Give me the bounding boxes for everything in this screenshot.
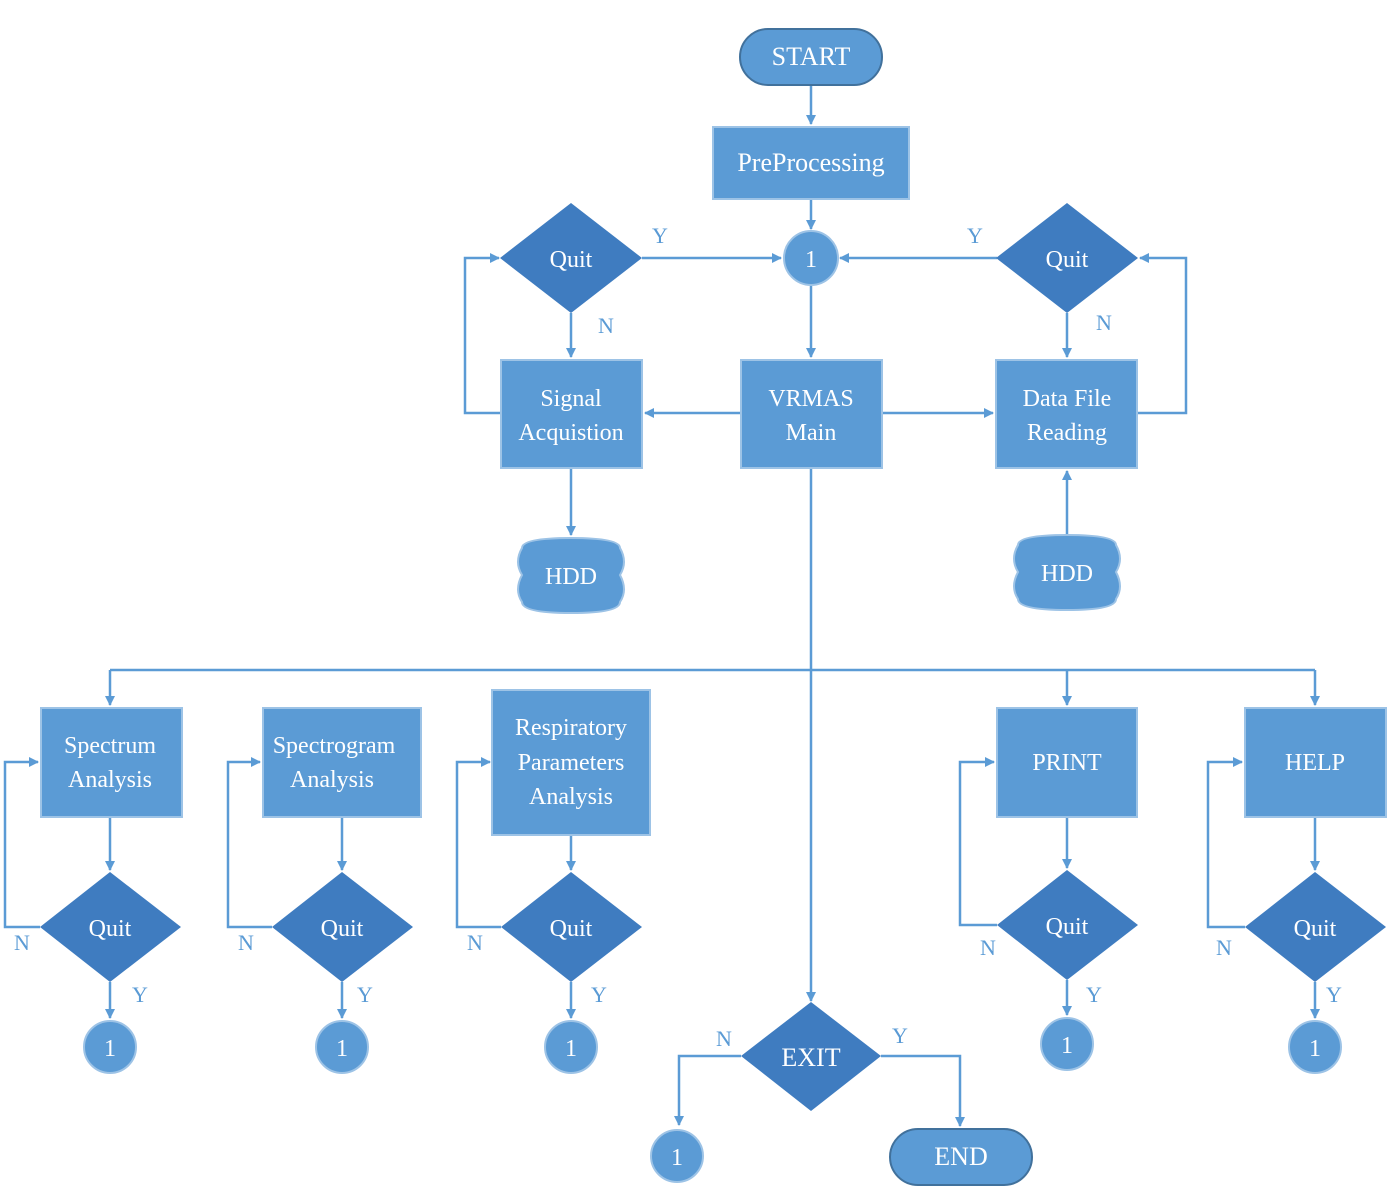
connector-lines	[3, 85, 1320, 1127]
label-y-quit-right: Y	[967, 223, 983, 248]
conn-help-text: 1	[1309, 1036, 1321, 1062]
datafile-text-line1: Data File	[1023, 386, 1112, 412]
conn-spectrum-text: 1	[104, 1036, 116, 1062]
quit-print-text: Quit	[1046, 914, 1089, 940]
quit-spectrogram-decision: Quit	[272, 872, 413, 982]
label-n-print: N	[980, 935, 996, 960]
print-text: PRINT	[1032, 750, 1102, 776]
main-text-line2: Main	[786, 420, 837, 446]
label-y-resp: Y	[591, 982, 607, 1007]
label-n-spectrogram: N	[238, 930, 254, 955]
resp-text-line1: Respiratory	[515, 715, 627, 741]
exit-text: EXIT	[781, 1043, 840, 1072]
connector-exit: 1	[650, 1129, 704, 1183]
spectrogram-text-line1: Spectrogram	[273, 733, 396, 759]
conn-exit-text: 1	[671, 1145, 683, 1171]
spectrum-text-line2: Analysis	[68, 767, 152, 793]
help-box: HELP	[1244, 707, 1387, 818]
quit-spectrogram-text: Quit	[321, 916, 364, 942]
quit-left-decision: Quit	[500, 203, 642, 313]
hdd-right-text: HDD	[1041, 561, 1093, 587]
quit-left-text: Quit	[550, 247, 593, 273]
spectrum-text-line1: Spectrum	[64, 733, 156, 759]
conn-resp-text: 1	[565, 1036, 577, 1062]
quit-spectrum-decision: Quit	[40, 872, 181, 982]
quit-right-decision: Quit	[996, 203, 1138, 313]
label-y-quit-left: Y	[652, 223, 668, 248]
main-text-line1: VRMAS	[768, 386, 853, 412]
end-terminal: END	[889, 1128, 1033, 1186]
resp-text-line2: Parameters	[518, 750, 625, 776]
hdd-left-text: HDD	[545, 564, 597, 590]
quit-help-decision: Quit	[1245, 872, 1386, 982]
quit-resp-decision: Quit	[501, 872, 642, 982]
spectrogram-analysis-box: Spectrogram Analysis	[262, 707, 422, 818]
resp-text-line3: Analysis	[529, 784, 613, 810]
help-text: HELP	[1285, 750, 1345, 776]
label-y-spectrum: Y	[132, 982, 148, 1007]
conn-spectrogram-text: 1	[336, 1036, 348, 1062]
connector-top-text: 1	[805, 247, 817, 273]
signal-acquisition-box: Signal Acquistion	[500, 359, 643, 469]
label-n-resp: N	[467, 930, 483, 955]
start-terminal: START	[739, 28, 883, 86]
label-y-spectrogram: Y	[357, 982, 373, 1007]
quit-spectrum-text: Quit	[89, 916, 132, 942]
connector-print: 1	[1040, 1017, 1094, 1071]
label-n-spectrum: N	[14, 930, 30, 955]
vrmas-main-box: VRMAS Main	[740, 359, 883, 469]
connector-spectrogram: 1	[315, 1020, 369, 1074]
label-y-exit: Y	[892, 1023, 908, 1048]
end-text: END	[934, 1142, 987, 1171]
quit-print-decision: Quit	[997, 870, 1138, 980]
branch-labels: Y Y N N N Y N Y N Y N Y N Y N Y	[14, 223, 1342, 1051]
signal-text-line2: Acquistion	[518, 420, 623, 446]
connector-top: 1	[783, 230, 839, 286]
label-y-help: Y	[1326, 982, 1342, 1007]
print-box: PRINT	[996, 707, 1138, 818]
data-file-reading-box: Data File Reading	[995, 359, 1138, 469]
label-n-quit-left: N	[598, 313, 614, 338]
label-n-exit: N	[716, 1026, 732, 1051]
spectrogram-text-line2: Analysis	[290, 767, 374, 793]
hdd-left-storage: HDD	[517, 536, 625, 615]
exit-decision: EXIT	[741, 1002, 881, 1111]
conn-print-text: 1	[1061, 1033, 1073, 1059]
datafile-text-line2: Reading	[1027, 420, 1107, 446]
preprocessing-box: PreProcessing	[712, 126, 910, 200]
quit-help-text: Quit	[1294, 916, 1337, 942]
signal-text-line1: Signal	[540, 386, 602, 412]
label-n-help: N	[1216, 935, 1232, 960]
spectrum-analysis-box: Spectrum Analysis	[40, 707, 183, 818]
quit-right-text: Quit	[1046, 247, 1089, 273]
quit-resp-text: Quit	[550, 916, 593, 942]
preprocessing-text: PreProcessing	[737, 148, 884, 177]
start-text: START	[772, 42, 851, 71]
label-n-quit-right: N	[1096, 310, 1112, 335]
label-y-print: Y	[1086, 982, 1102, 1007]
connector-spectrum: 1	[83, 1020, 137, 1074]
connector-help: 1	[1288, 1020, 1342, 1074]
respiratory-parameters-box: Respiratory Parameters Analysis	[491, 689, 651, 836]
hdd-right-storage: HDD	[1013, 533, 1121, 612]
connector-resp: 1	[544, 1020, 598, 1074]
